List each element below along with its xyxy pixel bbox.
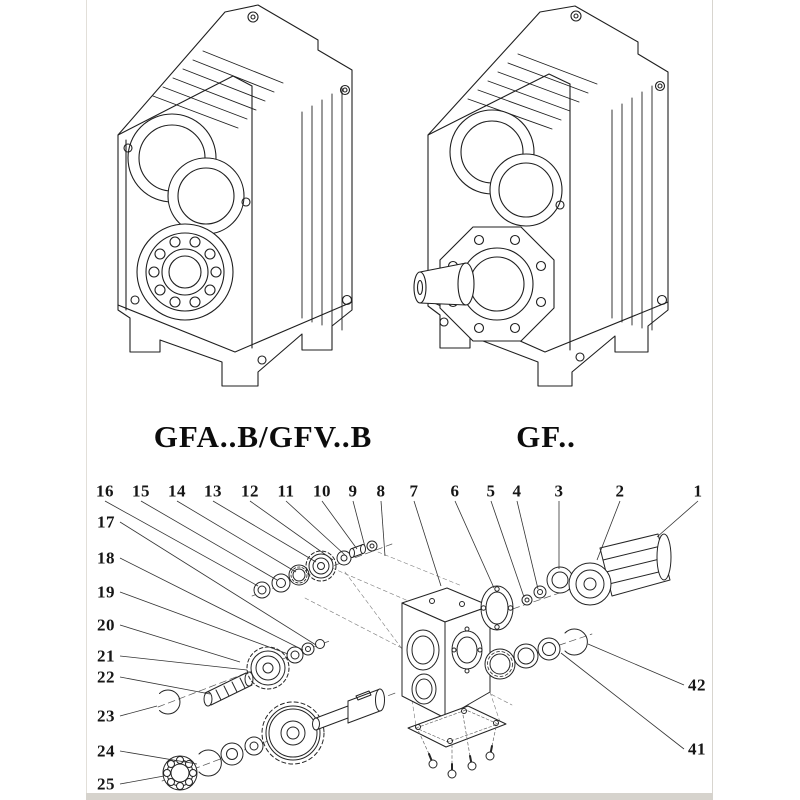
part-callout-22: 22 [97,667,115,687]
part-callout-9: 9 [348,481,358,501]
keyway [355,690,372,701]
input-fasteners [521,566,574,606]
circlip [159,689,181,715]
bearing-boss-lower [167,157,245,235]
output-gear [265,705,321,761]
output-shaft-parts [162,688,385,791]
input-gasket [480,585,514,631]
face-edge [117,75,253,136]
exploded-view-drawing [157,533,672,791]
part-callout-24: 24 [97,741,115,761]
base-band [117,301,353,353]
bottom-plate [407,705,507,748]
output-ball-bearing [136,223,234,321]
part-callout-11: 11 [277,481,295,501]
part-callout-4: 4 [512,481,522,501]
part-callout-18: 18 [97,548,115,568]
housing-silhouette [427,5,669,387]
photo-edge-left [86,0,87,800]
part-callout-19: 19 [97,582,115,602]
part-callout-14: 14 [168,481,186,501]
part-callout-5: 5 [486,481,496,501]
part-callout-23: 23 [97,706,115,726]
part-callout-12: 12 [241,481,259,501]
bolt-bosses [439,80,668,362]
part-callout-41: 41 [688,739,706,759]
part-callout-20: 20 [97,615,115,635]
bearing-boss-lower [489,153,563,227]
part-callout-21: 21 [97,646,115,666]
part-callout-42: 42 [688,675,706,695]
part-callout-13: 13 [204,481,222,501]
part-callout-2: 2 [615,481,625,501]
face-edge [427,73,571,136]
part-callout-7: 7 [409,481,419,501]
output-shaft [413,262,475,306]
model-label-gf: GF.. [516,419,576,454]
model-label-gfab: GFA..B/GFV..B [153,419,373,454]
lifting-hole [570,10,582,22]
snap-ring [198,749,222,777]
bolt-bosses [123,84,353,365]
gear-housing [401,587,491,719]
part-callout-8: 8 [376,481,386,501]
callout-leader-lines [104,500,699,785]
part-callout-16: 16 [96,481,114,501]
part-callout-10: 10 [313,481,331,501]
part-callout-3: 3 [554,481,564,501]
cooling-fins [467,53,598,130]
lifting-hole [247,11,259,23]
motor-assembly [568,533,672,606]
housing-silhouette [117,4,353,387]
photo-edge-right [712,0,713,800]
output-side-rings [484,628,588,680]
part-callout-15: 15 [132,481,150,501]
part-callout-25: 25 [97,774,115,794]
plate-bolts [417,714,497,779]
photo-edge-bottom [86,793,713,800]
part-callout-1: 1 [693,481,703,501]
intermediate-shaft-parts [159,639,325,715]
side-ribs [611,85,653,331]
side-ribs [301,87,343,331]
input-shaft-parts-row [253,540,378,599]
gearbox-drawing-gfab [117,4,353,387]
part-callout-6: 6 [450,481,460,501]
gearbox-drawing-gf [413,5,669,387]
part-callout-17: 17 [97,512,115,532]
